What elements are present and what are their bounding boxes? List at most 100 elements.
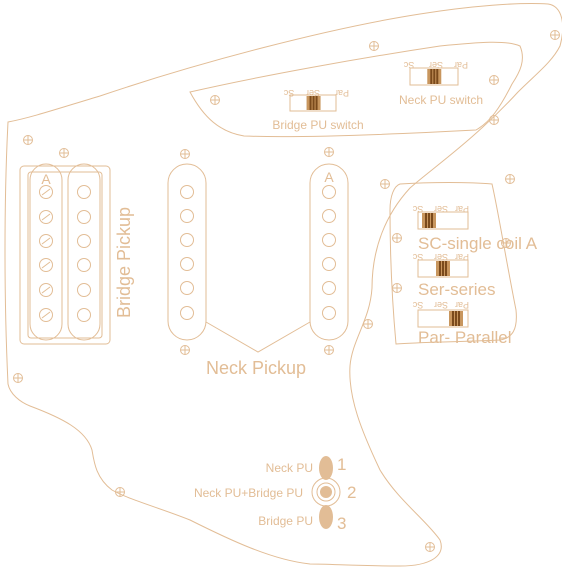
switch-knob-grip: [428, 213, 430, 228]
svg-text:Ser: Ser: [434, 252, 448, 262]
pole-piece: [322, 257, 336, 271]
switch-knob-grip: [439, 261, 441, 276]
bridge-pu-switch: Par Ser Sc Bridge PU switch: [272, 88, 363, 132]
screw-hole-icon: [505, 174, 515, 184]
screw-hole-icon: [23, 135, 33, 145]
pole-piece: [180, 306, 194, 320]
switch-knob-grip: [315, 96, 318, 110]
selector-position-2[interactable]: [320, 486, 332, 498]
screw-hole-icon: [324, 147, 334, 157]
switch-knob-grip: [445, 261, 447, 276]
pole-piece: [180, 185, 194, 199]
screw-hole-icon: [425, 542, 435, 552]
pole-piece: [77, 185, 91, 199]
switch-knob-grip: [442, 261, 444, 276]
bridge-switch-par-label: Par: [335, 88, 349, 98]
neck-coil-left: [167, 163, 207, 341]
switch-knob-grip: [312, 96, 315, 110]
neck-pickup-label: Neck Pickup: [206, 358, 306, 378]
screw-hole-icon: [392, 283, 402, 293]
switch-knob-grip: [431, 213, 433, 228]
selector-both-label: Neck PU+Bridge PU: [194, 486, 303, 500]
screw-holes: [13, 30, 560, 552]
legend-ser-row: Par Ser Sc Ser-series: [412, 252, 495, 299]
neck-coil-right: [309, 163, 349, 341]
screw-hole-icon: [392, 233, 402, 243]
screw-hole-icon: [180, 345, 190, 355]
switch-cavity-right: [389, 182, 517, 345]
svg-text:Par: Par: [455, 204, 469, 214]
neck-switch-knob[interactable]: [427, 69, 442, 84]
selector-number-2: 2: [347, 483, 356, 502]
pole-piece: [77, 234, 91, 248]
screw-hole-icon: [489, 75, 499, 85]
screw-hole-icon: [501, 238, 511, 248]
pickup-selector: Neck PU Neck PU+Bridge PU Bridge PU 1 2 …: [194, 455, 357, 533]
bridge-pole-marker: A: [41, 171, 51, 187]
svg-text:Par: Par: [455, 300, 469, 310]
pole-piece: [39, 283, 53, 297]
screw-hole-icon: [550, 30, 560, 40]
pole-piece: [39, 234, 53, 248]
pole-piece: [322, 209, 336, 223]
switch-legend: Par Ser Sc SC-single coil A Par Ser Sc S…: [412, 204, 537, 347]
pole-piece: [180, 281, 194, 295]
switch-knob-grip: [309, 96, 312, 110]
pole-piece: [77, 258, 91, 272]
legend-par-row: Par Ser Sc Par- Parallel: [412, 300, 511, 347]
selector-position-3[interactable]: [319, 505, 333, 529]
bridge-pickup-label: Bridge Pickup: [114, 207, 134, 318]
neck-pickup-leader: [205, 321, 311, 353]
switch-knob-grip: [425, 213, 427, 228]
legend-sc-row: Par Ser Sc SC-single coil A: [412, 204, 537, 253]
bridge-switch-knob[interactable]: [306, 96, 321, 110]
legend-sc-knob: [422, 213, 436, 228]
pole-piece: [322, 281, 336, 295]
bridge-pickup: A Bridge Pickup: [19, 163, 134, 345]
switch-knob-grip: [436, 69, 439, 84]
switch-knob-grip: [433, 69, 436, 84]
selector-number-3: 3: [337, 514, 346, 533]
pole-piece: [180, 257, 194, 271]
screw-hole-icon: [380, 179, 390, 189]
neck-pickup: A Neck Pickup: [167, 163, 349, 378]
neck-switch-ser-label: Ser: [429, 60, 443, 70]
neck-pu-switch-label: Neck PU switch: [399, 93, 483, 107]
pole-piece: [322, 233, 336, 247]
neck-switch-sc-label: Sc: [403, 60, 414, 70]
screw-hole-icon: [210, 95, 220, 105]
pole-piece: [39, 308, 53, 322]
neck-pole-marker: A: [324, 169, 334, 185]
svg-text:Par: Par: [455, 252, 469, 262]
pole-piece: [180, 233, 194, 247]
svg-text:Ser: Ser: [434, 204, 448, 214]
pole-piece: [39, 185, 53, 199]
screw-hole-icon: [180, 149, 190, 159]
selector-ring-inner: [316, 482, 336, 502]
svg-text:Sc: Sc: [412, 252, 423, 262]
svg-text:Sc: Sc: [412, 300, 423, 310]
screw-hole-icon: [363, 319, 373, 329]
legend-par-knob: [449, 311, 463, 326]
pole-piece: [39, 210, 53, 224]
screw-hole-icon: [115, 487, 125, 497]
screw-hole-icon: [324, 345, 334, 355]
svg-text:Sc: Sc: [412, 204, 423, 214]
pole-piece: [77, 283, 91, 297]
screw-hole-icon: [489, 115, 499, 125]
legend-ser-label: Ser-series: [418, 280, 495, 299]
selector-position-1[interactable]: [319, 456, 333, 480]
pole-piece: [322, 306, 336, 320]
switch-knob-grip: [455, 311, 457, 326]
pole-piece: [180, 209, 194, 223]
switch-knob-grip: [452, 311, 454, 326]
legend-sc-label: SC-single coil A: [418, 234, 538, 253]
legend-par-label: Par- Parallel: [418, 328, 512, 347]
screw-hole-icon: [59, 148, 69, 158]
switch-knob-grip: [458, 311, 460, 326]
switch-cavity-top: [189, 41, 523, 138]
pickguard-outline: [4, 2, 562, 567]
switch-knob-grip: [430, 69, 433, 84]
pole-piece: [77, 308, 91, 322]
